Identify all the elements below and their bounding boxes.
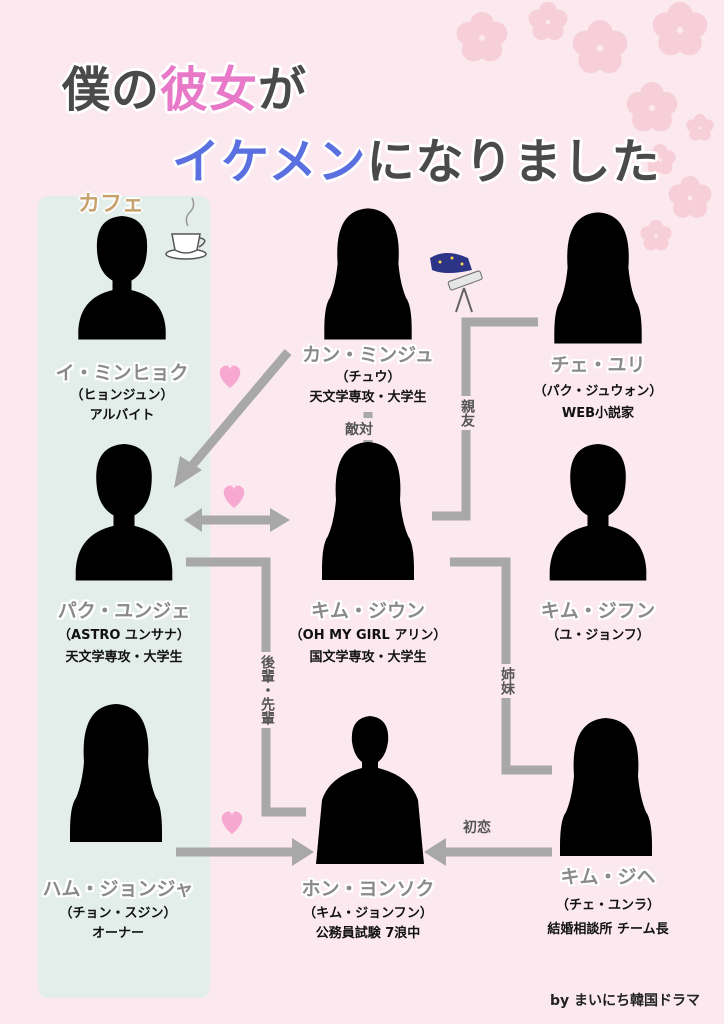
arrowhead-right	[270, 508, 290, 532]
eunjae-silhouette	[75, 444, 173, 581]
jungja-actor: （チョン・スジン）	[59, 906, 177, 921]
minhyuk-actor: （ヒョンジュン）	[70, 388, 174, 403]
minhyuk-silhouette	[78, 216, 166, 340]
line-best-friend	[432, 317, 538, 521]
yuri-name: チェ・ユリ	[550, 354, 646, 376]
heart-icon	[221, 811, 243, 834]
yongsok-role: 公務員試験 7浪中	[315, 926, 421, 941]
minju-name: カン・ミンジュ	[302, 344, 434, 366]
jiwoon-silhouette	[322, 442, 414, 580]
arrowhead-yongsok-right	[424, 838, 446, 866]
jiwoon-name: キム・ジウン	[310, 600, 426, 622]
arrowhead-left	[184, 508, 202, 532]
yuri-silhouette	[554, 212, 642, 344]
eunjae-actor: （ASTRO ユンサナ）	[58, 628, 190, 643]
jihye-role: 結婚相談所 チーム長	[547, 922, 669, 937]
minju-silhouette	[324, 208, 412, 340]
relation-senior-junior: 後輩・先輩	[256, 652, 278, 728]
heart-icon	[223, 485, 245, 508]
yuri-role: WEB小説家	[561, 406, 635, 421]
yuri-actor: （パク・ジュウォン）	[533, 384, 663, 399]
telescope-icon	[430, 253, 483, 313]
eunjae-name: パク・ユンジェ	[57, 600, 191, 622]
yongsok-name: ホン・ヨンソク	[301, 878, 435, 900]
arrow-minju-to-eunjae	[186, 349, 292, 471]
credit: by まいにち韓国ドラマ	[549, 993, 700, 1009]
jiwoon-role: 国文学専攻・大学生	[309, 650, 427, 665]
title-line-1: 僕の彼女が	[62, 62, 308, 118]
heart-icon	[219, 365, 241, 388]
jihye-actor: （チェ・ユンラ）	[555, 898, 661, 913]
yongsok-actor: （キム・ジョンフン）	[303, 906, 433, 921]
minju-role: 天文学専攻・大学生	[309, 390, 427, 405]
title-line-2: イケメンになりました	[172, 134, 661, 190]
jungja-name: ハム・ジョンジャ	[42, 878, 194, 900]
relation-sisters: 姉妹	[496, 664, 518, 698]
eunjae-role: 天文学専攻・大学生	[65, 650, 183, 665]
jungja-role: オーナー	[91, 926, 145, 941]
relation-rival: 敵対	[342, 418, 376, 440]
jihye-name: キム・ジヘ	[560, 866, 656, 888]
arrowhead-eunjae	[174, 456, 202, 488]
jihoon-name: キム・ジフン	[540, 600, 656, 622]
jihye-silhouette	[560, 718, 652, 856]
line-senior-junior	[186, 557, 306, 817]
minju-actor: （チュウ）	[335, 370, 401, 385]
jungja-silhouette	[70, 704, 162, 842]
minhyuk-role: アルバイト	[89, 408, 155, 423]
minhyuk-name: イ・ミンヒョク	[55, 362, 189, 384]
cafe-label: カフェ	[78, 192, 145, 217]
relation-best-friend: 親友	[456, 396, 478, 430]
arrowhead-yongsok-left	[292, 838, 314, 866]
jihoon-actor: （ユ・ジョンフ）	[546, 628, 650, 643]
coffee-cup-icon	[165, 197, 207, 260]
relation-first-love: 初恋	[460, 816, 494, 838]
jiwoon-actor: （OH MY GIRL アリン）	[289, 628, 447, 643]
jihoon-silhouette	[549, 444, 647, 581]
yongsok-silhouette	[316, 716, 424, 864]
